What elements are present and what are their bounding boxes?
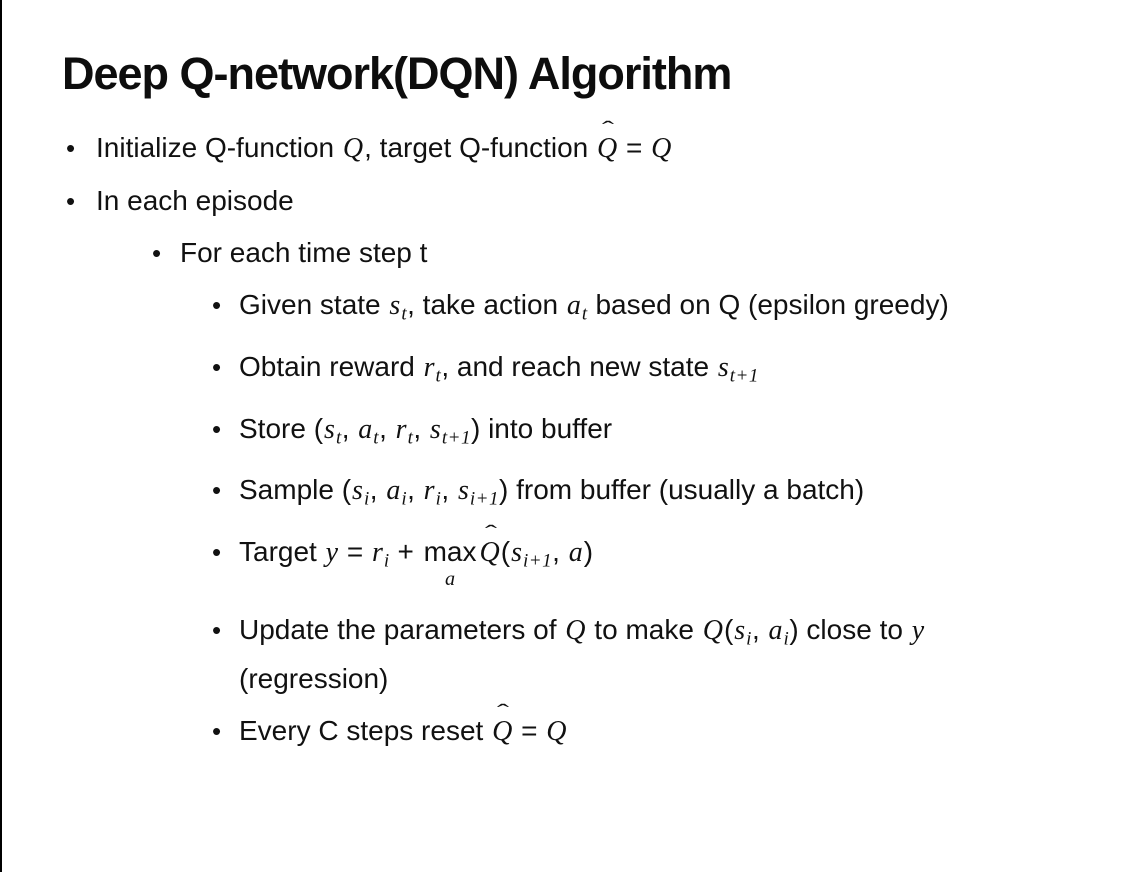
bullet-icon: • xyxy=(212,716,222,747)
slide-edge-line xyxy=(0,0,2,872)
slide-title: Deep Q-network(DQN) Algorithm xyxy=(62,48,732,99)
bullet-icon: • xyxy=(212,351,222,382)
bullet-icon: • xyxy=(212,537,222,568)
list-item: • Update the parameters of Q to make Q(si… xyxy=(212,610,1124,700)
list-item: • Store (st, at, rt, st+1) into buffer xyxy=(212,409,1124,459)
list-item: • Sample (si, ai, ri, si+1) from buffer (… xyxy=(212,470,1124,520)
list-item-text: Store (st, at, rt, st+1) into buffer xyxy=(239,412,613,449)
list-item-text: For each time step t xyxy=(180,237,428,269)
list-item-text: In each episode xyxy=(96,185,294,217)
bullet-icon: • xyxy=(212,290,222,321)
list-item-text: Sample (si, ai, ri, si+1) from buffer (u… xyxy=(239,474,865,511)
list-item-text: Obtain reward rt, and reach new state st… xyxy=(239,350,759,387)
bullet-icon: • xyxy=(66,133,76,164)
list-item-text: Given state st, take action at based on … xyxy=(239,289,949,325)
bullet-icon: • xyxy=(212,475,222,506)
bullet-icon: • xyxy=(66,186,76,217)
list-item-text: Initialize Q-function Q, target Q-functi… xyxy=(96,128,672,169)
list-item: • Initialize Q-function Q, target Q-funct… xyxy=(66,128,1124,169)
list-item: • Given state st, take action at based on… xyxy=(212,285,1124,335)
bullet-icon: • xyxy=(212,614,222,645)
bullet-list: • Initialize Q-function Q, target Q-funct… xyxy=(0,128,1124,752)
bullet-icon: • xyxy=(152,238,162,269)
bullet-icon: • xyxy=(212,413,222,444)
list-item: • Obtain reward rt, and reach new state s… xyxy=(212,347,1124,397)
list-item-text: Every C steps reset Q = Q xyxy=(239,711,567,752)
list-item-text: Update the parameters of Q to make Q(si,… xyxy=(239,613,925,695)
list-item: • In each episode xyxy=(66,181,1124,221)
list-item: • Every C steps reset Q = Q xyxy=(212,711,1124,752)
list-item: • For each time step t xyxy=(152,233,1124,273)
